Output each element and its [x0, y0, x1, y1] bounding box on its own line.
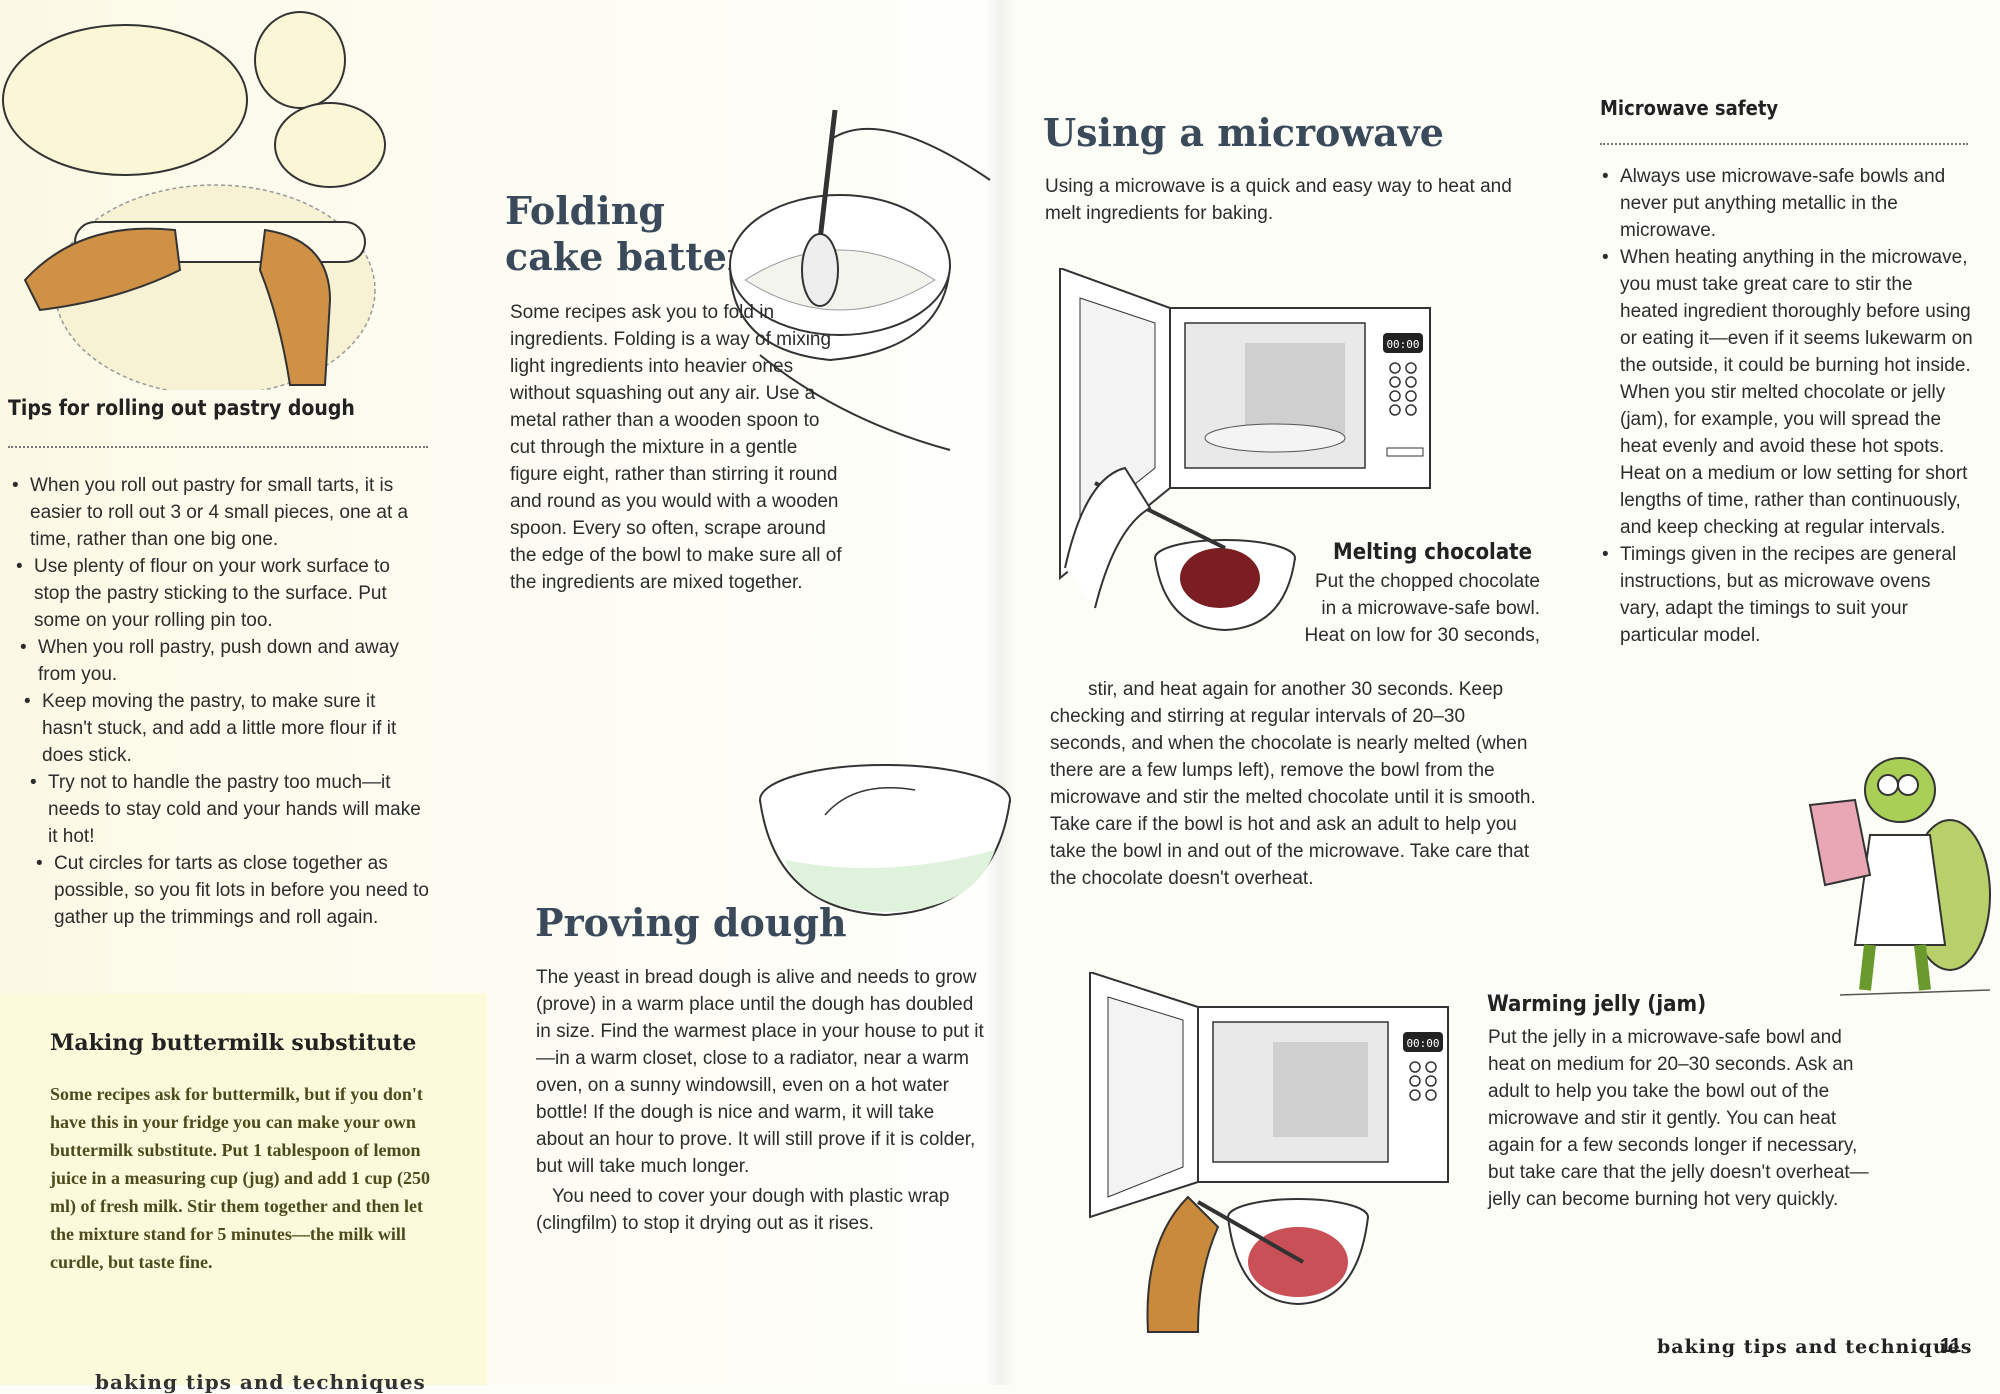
melting-text-a: Put the chopped chocolate in a microwave… — [1304, 571, 1540, 646]
tip-item: When you roll out pastry for small tarts… — [10, 472, 430, 553]
microwave-chocolate-illustration: 00:00 — [1059, 268, 1431, 632]
left-footer: baking tips and techniques — [95, 1370, 426, 1394]
divider — [1600, 143, 1968, 145]
proving-heading: Proving dough — [535, 900, 847, 945]
proving-text: The yeast in bread dough is alive and ne… — [536, 967, 984, 1177]
safety-item: Always use microwave-safe bowls and neve… — [1600, 163, 1975, 244]
folding-bowl-illustration — [729, 109, 991, 451]
proving-text-2: You need to cover your dough with plasti… — [536, 1186, 950, 1234]
microwave-intro: Using a microwave is a quick and easy wa… — [1045, 176, 1512, 224]
buttermilk-box — [0, 993, 487, 1385]
safety-heading: Microwave safety — [1600, 96, 1779, 120]
right-footer: baking tips and techniques — [1657, 1336, 1973, 1358]
tip-item: Try not to handle the pastry too much—it… — [28, 769, 430, 850]
tip-item: When you roll pastry, push down and away… — [18, 634, 430, 688]
folding-heading: Folding cake batter — [505, 188, 747, 280]
page-number: 11 — [1940, 1335, 1962, 1357]
pastry-rolling-illustration — [2, 11, 386, 390]
microwave-heading: Using a microwave — [1043, 110, 1444, 155]
timer-display: 00:00 — [1406, 1037, 1439, 1050]
tips-heading: Tips for rolling out pastry dough — [8, 396, 355, 420]
book-gutter — [985, 0, 1015, 1385]
dough-bowl-illustration — [759, 764, 1011, 917]
buttermilk-text: Some recipes ask for buttermilk, but if … — [50, 1084, 431, 1272]
divider — [8, 446, 428, 448]
jelly-heading: Warming jelly (jam) — [1487, 992, 1707, 1017]
melting-text-b: stir, and heat again for another 30 seco… — [1050, 679, 1536, 889]
microwave-jelly-illustration: 00:00 — [1089, 972, 1449, 1333]
folding-text: Some recipes ask you to fold in ingredie… — [510, 302, 842, 593]
tips-list: When you roll out pastry for small tarts… — [10, 472, 430, 931]
safety-list: Always use microwave-safe bowls and neve… — [1600, 163, 1975, 649]
tip-item: Keep moving the pastry, to make sure it … — [22, 688, 430, 769]
jelly-text: Put the jelly in a microwave-safe bowl a… — [1488, 1027, 1869, 1210]
melting-heading: Melting chocolate — [1333, 540, 1533, 565]
folding-heading-line1: Folding — [505, 188, 665, 233]
safety-item: Timings given in the recipes are general… — [1600, 541, 1975, 649]
tip-item: Use plenty of flour on your work surface… — [14, 553, 430, 634]
safety-item: When heating anything in the microwave, … — [1600, 244, 1975, 541]
folding-heading-line2: cake batter — [505, 234, 747, 279]
turtle-reading-illustration — [1808, 757, 1991, 996]
buttermilk-heading: Making buttermilk substitute — [50, 1030, 417, 1056]
timer-display: 00:00 — [1386, 338, 1419, 351]
tip-item: Cut circles for tarts as close together … — [34, 850, 430, 931]
